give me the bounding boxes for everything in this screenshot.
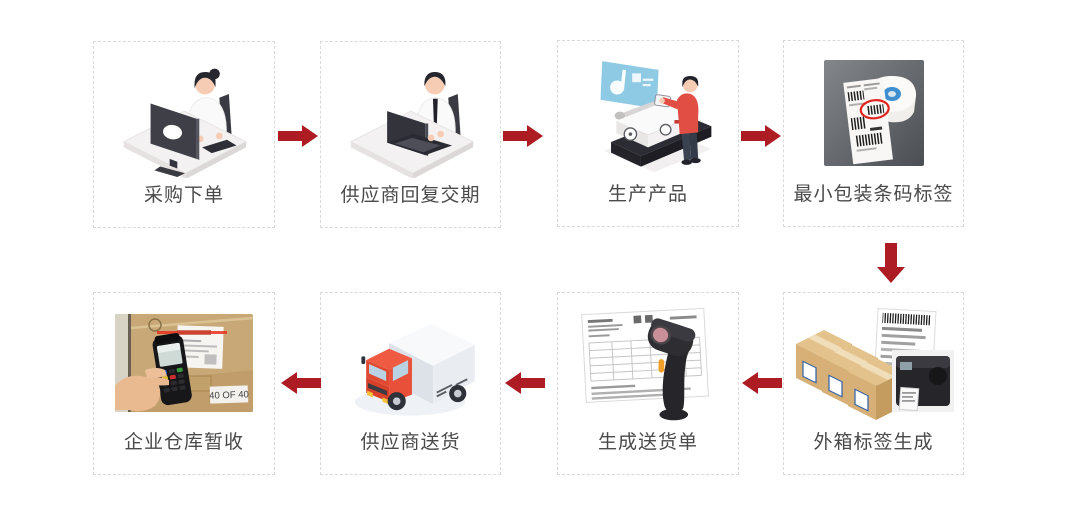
step-label-min-pack-label: 最小包装条码标签 <box>793 184 954 205</box>
barcode-label-roll-photo <box>784 49 963 176</box>
step-label-carton-label: 外箱标签生成 <box>813 432 934 453</box>
production-machine-illustration <box>558 49 738 176</box>
flow-arrow-right-1 <box>278 125 318 147</box>
flow-arrow-right-3 <box>741 125 781 147</box>
step-box-purchase-order: 采购下单 <box>93 41 275 228</box>
flow-arrow-left-1 <box>742 372 782 394</box>
step-label-supplier-reply: 供应商回复交期 <box>340 185 481 206</box>
step-box-supplier-delivery: 供应商送货 <box>320 292 501 475</box>
step-label-delivery-note: 生成送货单 <box>597 432 698 453</box>
step-box-min-pack-label: 最小包装条码标签 <box>783 40 964 227</box>
step-box-delivery-note: 生成送货单 <box>557 292 739 475</box>
step-box-production: 生产产品 <box>557 40 739 227</box>
step-label-purchase-order: 采购下单 <box>143 185 224 206</box>
delivery-truck-illustration <box>321 301 500 424</box>
step-label-warehouse-receipt: 企业仓库暂收 <box>123 432 244 453</box>
flow-arrow-down <box>877 243 905 283</box>
flow-arrow-left-2 <box>505 372 545 394</box>
carton-boxes-label-printer-illustration <box>784 301 963 424</box>
step-box-supplier-reply: 供应商回复交期 <box>320 41 501 228</box>
step-label-production: 生产产品 <box>607 184 688 205</box>
flow-arrow-left-3 <box>281 372 321 394</box>
box-count-label: 40 OF 40 <box>209 389 249 401</box>
supplier-at-laptop-illustration <box>321 50 500 178</box>
buyer-at-desktop-illustration <box>94 50 274 178</box>
delivery-note-barcode-scanner-illustration <box>558 301 738 424</box>
step-label-supplier-delivery: 供应商送货 <box>360 432 461 453</box>
flow-arrow-right-2 <box>503 125 543 147</box>
step-box-carton-label: 外箱标签生成 <box>783 292 964 475</box>
step-box-warehouse-receipt: 40 OF 40 <box>93 292 275 475</box>
warehouse-handheld-scanning-photo: 40 OF 40 <box>94 301 274 424</box>
